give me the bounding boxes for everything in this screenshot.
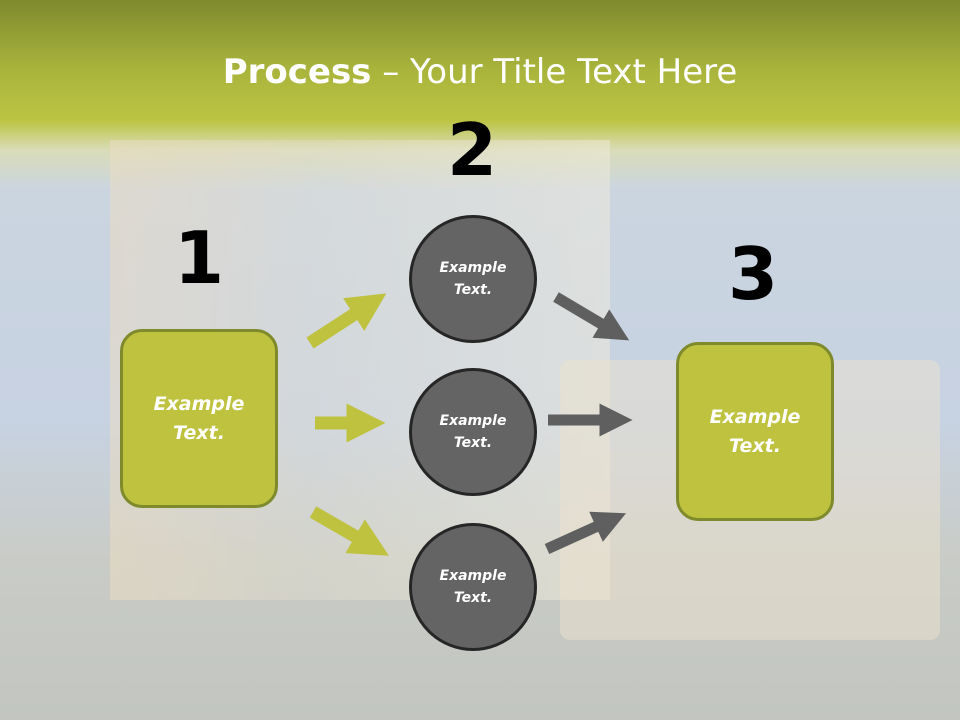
arrow-1-to-2a bbox=[306, 293, 387, 349]
arrow-1-to-2c bbox=[309, 506, 389, 556]
step-number-1: 1 bbox=[173, 216, 225, 300]
slide-title: Process – Your Title Text Here bbox=[222, 52, 738, 92]
arrow-2c-to-3 bbox=[544, 511, 627, 555]
step-number-3: 3 bbox=[727, 232, 779, 316]
arrow-2a-to-3 bbox=[553, 292, 630, 341]
step-number-2: 2 bbox=[446, 108, 498, 192]
